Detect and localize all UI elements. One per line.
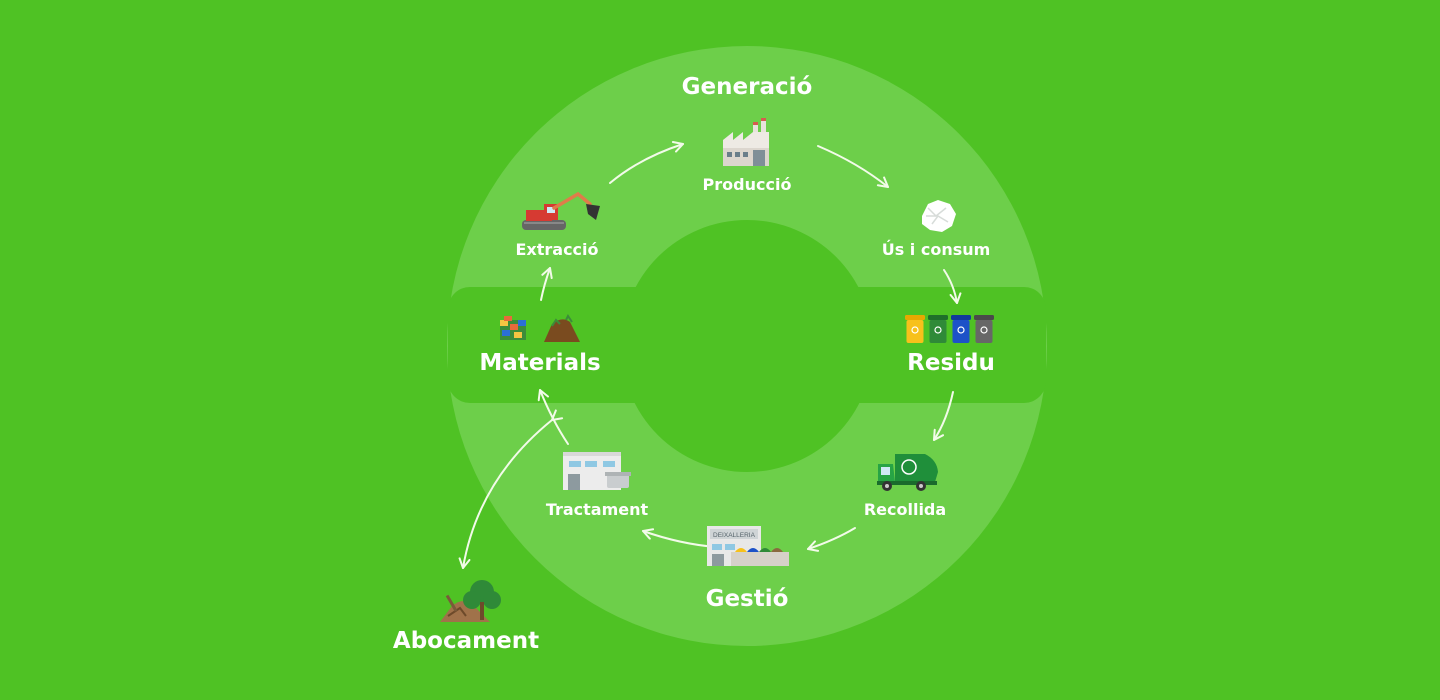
excavator-icon <box>522 191 600 230</box>
section-label-abocament: Abocament <box>392 628 540 654</box>
section-label-materials: Materials <box>479 350 601 376</box>
treatment-plant-icon <box>563 452 631 490</box>
mixed-blocks-icon <box>500 316 526 340</box>
section-label-residu: Residu <box>907 350 995 376</box>
arrow-extraccio-to-produccio <box>609 141 684 184</box>
step-label-produccio: Producció <box>702 175 792 194</box>
raw-materials-icon <box>500 314 580 342</box>
arrow-residu-to-recollida <box>933 391 954 441</box>
section-label-gestio: Gestió <box>705 586 789 612</box>
recycling-bins-icon <box>905 315 994 343</box>
section-label-generacio: Generació <box>681 74 813 100</box>
arrow-abocament-link <box>458 409 564 569</box>
crumpled-paper-icon <box>922 200 956 232</box>
step-label-extraccio: Extracció <box>515 240 599 259</box>
step-label-tractament: Tractament <box>545 500 649 519</box>
deixalleria-sign: DEIXALLERIA <box>713 532 756 539</box>
landfill-icon <box>440 580 501 622</box>
arrow-materials-to-extraccio <box>540 267 553 301</box>
garbage-truck-icon <box>877 454 938 491</box>
arrow-produccio-to-us <box>817 145 889 188</box>
cycle-ring <box>447 46 1047 646</box>
deixalleria-building-icon: DEIXALLERIA <box>707 526 789 566</box>
factory-icon <box>723 118 769 166</box>
arrow-us-to-residu <box>943 269 962 304</box>
arrow-recollida-to-gestio <box>807 527 856 552</box>
step-label-us-consum: Ús i consum <box>881 240 991 259</box>
soil-pile-icon <box>544 314 580 342</box>
step-label-recollida: Recollida <box>863 500 947 519</box>
